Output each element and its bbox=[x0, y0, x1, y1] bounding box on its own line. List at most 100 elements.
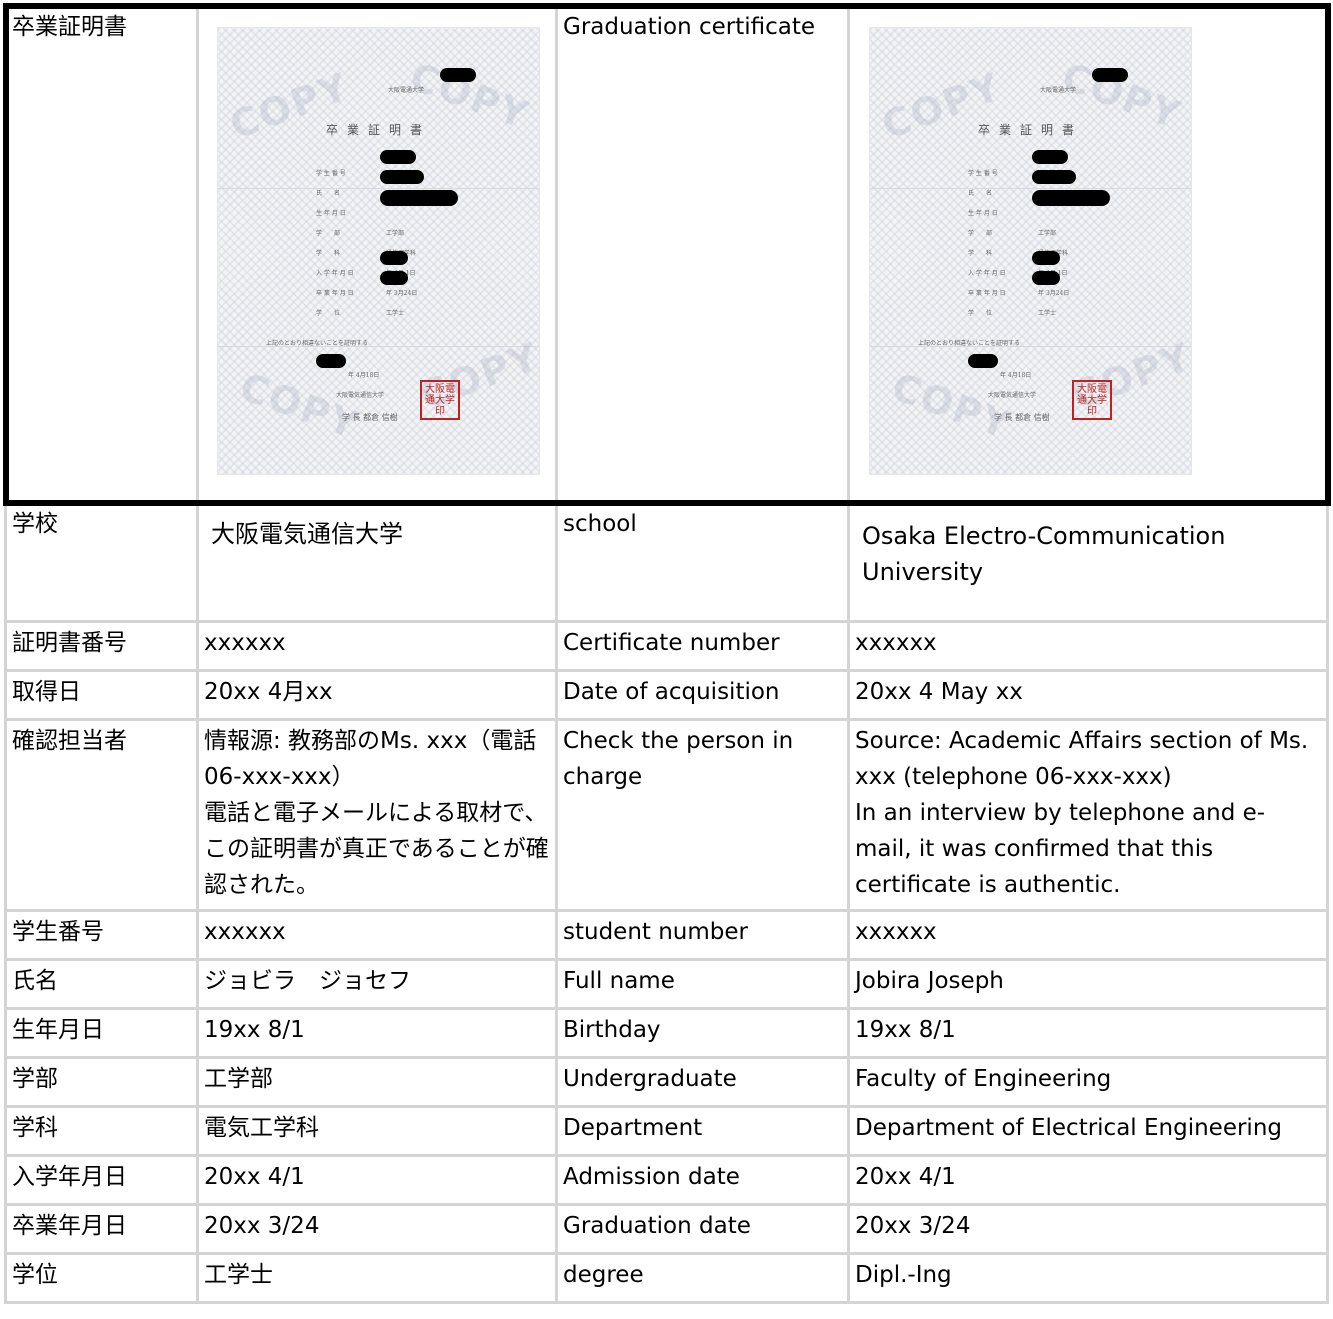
label-ja: 学位 bbox=[4, 1252, 199, 1304]
cert-statement: 上記のとおり相違ないことを証明する bbox=[266, 340, 369, 347]
label-en-certificate: Graduation certificate bbox=[555, 4, 850, 504]
cert-field-label: 学 位 bbox=[316, 310, 341, 317]
table-row: 学部 工学部 Undergraduate Faculty of Engineer… bbox=[4, 1056, 1329, 1108]
cert-field-label: 卒 業 年 月 日 bbox=[968, 290, 1006, 297]
fold-line bbox=[870, 188, 1191, 189]
redaction-mark bbox=[380, 170, 424, 184]
table-row: 学位 工学士 degree Dipl.-Ing bbox=[4, 1252, 1329, 1304]
label-ja: 学科 bbox=[4, 1105, 199, 1157]
cert-field-label: 氏 名 bbox=[316, 190, 341, 197]
redaction-mark bbox=[1032, 150, 1068, 164]
label-en: degree bbox=[555, 1252, 850, 1304]
redaction-mark bbox=[1032, 170, 1076, 184]
cert-field-label: 学 科 bbox=[968, 250, 993, 257]
value-ja: xxxxxx bbox=[196, 620, 558, 672]
label-en: Undergraduate bbox=[555, 1056, 850, 1108]
value-ja: ジョビラ ジョセフ bbox=[196, 958, 558, 1010]
label-en: Check the person in charge bbox=[555, 718, 850, 912]
label-ja: 卒業年月日 bbox=[4, 1203, 199, 1255]
cert-field-value: 年 3月24日 bbox=[1038, 290, 1070, 297]
label-ja: 生年月日 bbox=[4, 1007, 199, 1059]
value-en: xxxxxx bbox=[847, 909, 1329, 961]
university-seal-stamp: 大阪電通大学印 bbox=[1072, 380, 1112, 420]
table-row: 学校 大阪電気通信大学 school Osaka Electro-Communi… bbox=[4, 501, 1329, 623]
value-en: 20xx 3/24 bbox=[847, 1203, 1329, 1255]
value-ja: xxxxxx bbox=[196, 909, 558, 961]
table-row: 証明書番号 xxxxxx Certificate number xxxxxx bbox=[4, 620, 1329, 672]
table-row: 取得日 20xx 4月xx Date of acquisition 20xx 4… bbox=[4, 669, 1329, 721]
label-en: Admission date bbox=[555, 1154, 850, 1206]
label-ja: 確認担当者 bbox=[4, 718, 199, 912]
redaction-mark bbox=[380, 271, 408, 285]
value-en: 19xx 8/1 bbox=[847, 1007, 1329, 1059]
label-en: school bbox=[555, 501, 850, 623]
cert-field-label: 学 生 番 号 bbox=[316, 170, 346, 177]
value-ja: 大阪電気通信大学 bbox=[196, 501, 558, 623]
redaction-mark bbox=[968, 354, 998, 368]
cert-field-value: 工学士 bbox=[1038, 310, 1057, 317]
table-row: 学生番号 xxxxxx student number xxxxxx bbox=[4, 909, 1329, 961]
cert-field-label: 学 部 bbox=[968, 230, 993, 237]
cert-title: 卒業証明書 bbox=[326, 123, 432, 137]
label-en: Certificate number bbox=[555, 620, 850, 672]
table-row: 学科 電気工学科 Department Department of Electr… bbox=[4, 1105, 1329, 1157]
cert-issuer-line: 大阪電通大学 bbox=[388, 87, 425, 94]
table-row: 生年月日 19xx 8/1 Birthday 19xx 8/1 bbox=[4, 1007, 1329, 1059]
cert-university: 大阪電気通信大学 bbox=[988, 392, 1037, 399]
table-row: 入学年月日 20xx 4/1 Admission date 20xx 4/1 bbox=[4, 1154, 1329, 1206]
label-ja: 学生番号 bbox=[4, 909, 199, 961]
cert-field-value: 年 3月24日 bbox=[386, 290, 418, 297]
redaction-mark bbox=[316, 354, 346, 368]
value-ja: 情報源: 教務部のMs. xxx（電話 06-xxx-xxx） 電話と電子メール… bbox=[196, 718, 558, 912]
cert-president: 学 長 都倉 信樹 bbox=[342, 413, 398, 422]
label-ja: 取得日 bbox=[4, 669, 199, 721]
fold-line bbox=[218, 188, 539, 189]
redaction-mark bbox=[380, 150, 416, 164]
label-en: Full name bbox=[555, 958, 850, 1010]
label-en: Department bbox=[555, 1105, 850, 1157]
cert-field-label: 卒 業 年 月 日 bbox=[316, 290, 354, 297]
label-ja: 学部 bbox=[4, 1056, 199, 1108]
cert-field-label: 学 位 bbox=[968, 310, 993, 317]
cert-statement: 上記のとおり相違ないことを証明する bbox=[918, 340, 1021, 347]
value-ja: 20xx 4/1 bbox=[196, 1154, 558, 1206]
cert-field-label: 学 生 番 号 bbox=[968, 170, 998, 177]
value-ja: 19xx 8/1 bbox=[196, 1007, 558, 1059]
table-row: 確認担当者 情報源: 教務部のMs. xxx（電話 06-xxx-xxx） 電話… bbox=[4, 718, 1329, 912]
label-en: Graduation date bbox=[555, 1203, 850, 1255]
cert-field-value: 工学部 bbox=[386, 230, 405, 237]
label-ja-certificate: 卒業証明書 bbox=[4, 4, 199, 504]
fold-line bbox=[870, 346, 1191, 347]
value-en: xxxxxx bbox=[847, 620, 1329, 672]
cert-field-label: 入 学 年 月 日 bbox=[968, 270, 1006, 277]
redaction-mark bbox=[440, 68, 476, 82]
redaction-mark bbox=[1032, 271, 1060, 285]
cert-president: 学 長 都倉 信樹 bbox=[994, 413, 1050, 422]
cert-field-value: 工学士 bbox=[386, 310, 405, 317]
cert-field-label: 学 科 bbox=[316, 250, 341, 257]
redaction-mark bbox=[380, 251, 408, 265]
value-en: 20xx 4/1 bbox=[847, 1154, 1329, 1206]
redaction-mark bbox=[1092, 68, 1128, 82]
table-row: 卒業年月日 20xx 3/24 Graduation date 20xx 3/2… bbox=[4, 1203, 1329, 1255]
value-ja: 20xx 3/24 bbox=[196, 1203, 558, 1255]
value-ja: 電気工学科 bbox=[196, 1105, 558, 1157]
cert-title: 卒業証明書 bbox=[978, 123, 1084, 137]
cert-field-label: 入 学 年 月 日 bbox=[316, 270, 354, 277]
cert-issue-date: 年 4月18日 bbox=[348, 372, 380, 379]
value-en: Osaka Electro-Communication University bbox=[847, 501, 1329, 623]
value-en: Dipl.-Ing bbox=[847, 1252, 1329, 1304]
university-seal-stamp: 大阪電通大学印 bbox=[420, 380, 460, 420]
label-ja: 氏名 bbox=[4, 958, 199, 1010]
value-en: Department of Electrical Engineering bbox=[847, 1105, 1329, 1157]
redaction-mark bbox=[380, 190, 458, 206]
cert-field-label: 学 部 bbox=[316, 230, 341, 237]
cert-field-label: 氏 名 bbox=[968, 190, 993, 197]
cert-university: 大阪電気通信大学 bbox=[336, 392, 385, 399]
